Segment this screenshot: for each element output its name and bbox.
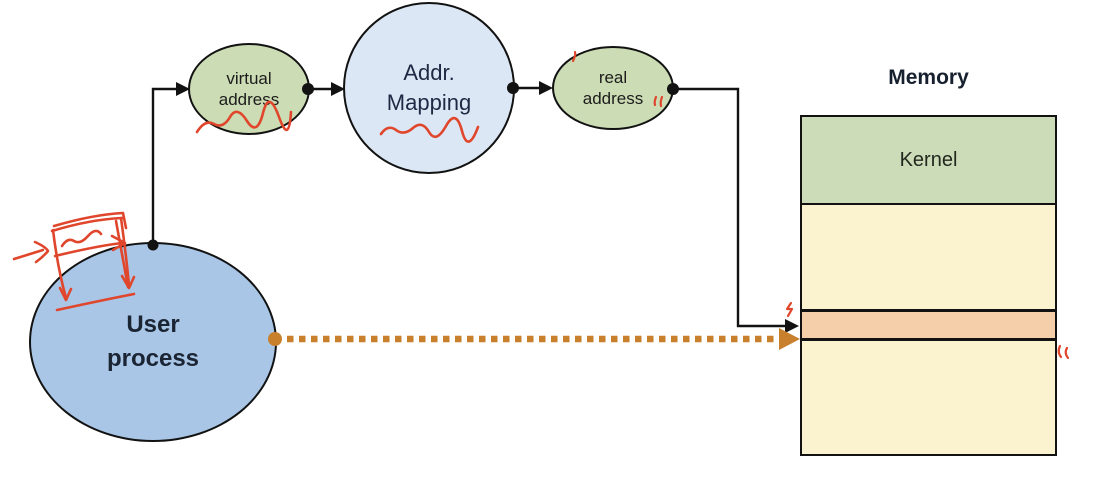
arrowhead-into-memory-icon (785, 319, 799, 333)
memory-section-kernel: Kernel (802, 117, 1055, 205)
red-ticks-right-of-frame (1057, 344, 1070, 360)
real-address-label-line2: address (582, 89, 644, 108)
memory-block: Kernel (800, 115, 1057, 456)
virtual-address-label-line2: address (218, 90, 280, 109)
addr-mapping-label-line1: Addr. (403, 60, 455, 85)
red-sketch-arrow-head (33, 240, 50, 264)
arrowhead-into-real-icon (539, 81, 553, 95)
node-real-address: real address (552, 46, 674, 130)
node-virtual-address: virtual address (188, 43, 310, 135)
kernel-label: Kernel (899, 148, 958, 171)
node-addr-mapping: Addr. Mapping (343, 2, 515, 174)
real-address-label-line1: real (598, 68, 628, 87)
memory-section-free-lower (802, 341, 1055, 454)
connector-real-to-memory (674, 87, 785, 328)
addr-mapping-label-line2: Mapping (386, 90, 472, 115)
memory-title: Memory (888, 66, 969, 89)
dotted-arrowhead-icon (779, 328, 800, 350)
red-tick-left-of-frame (785, 301, 794, 318)
virtual-address-label-line1: virtual (226, 69, 272, 88)
user-process-label-line2: process (106, 345, 200, 372)
red-sketch-page-top2 (52, 211, 128, 230)
red-sketch-inner-squiggle (60, 229, 103, 248)
red-sketch-page-top (50, 216, 124, 233)
memory-section-highlighted-frame (802, 309, 1055, 341)
red-sketch-arrow-shaft (12, 248, 45, 261)
node-user-process: User process (29, 242, 277, 442)
connector-user-to-virtual (151, 87, 176, 245)
memory-section-free-upper (802, 205, 1055, 309)
user-process-label-line1: User (126, 311, 180, 338)
